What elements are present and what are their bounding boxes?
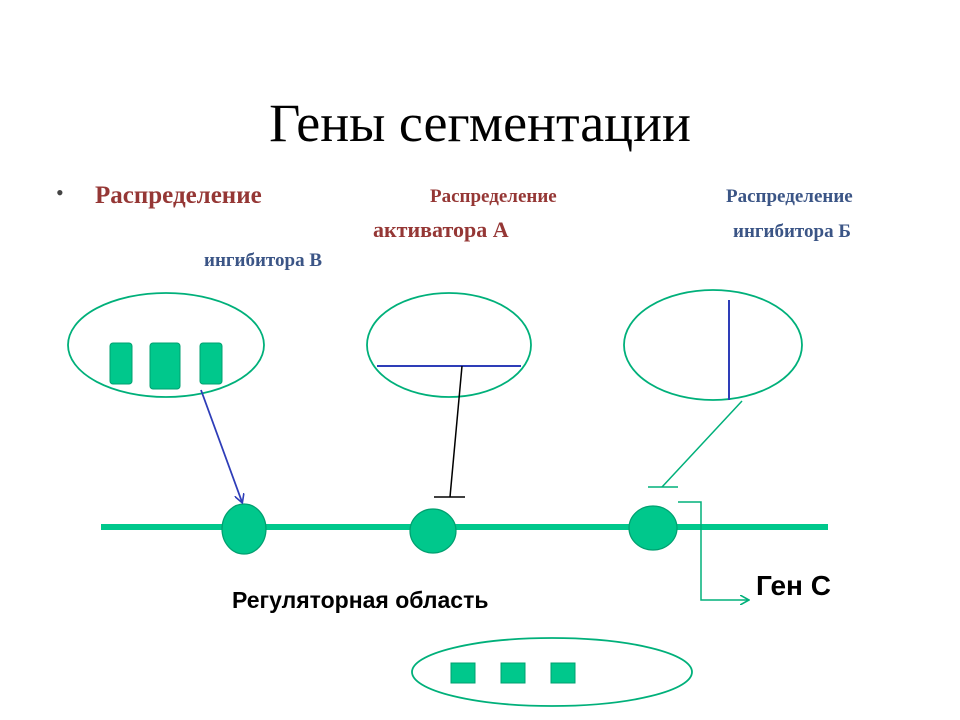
binding-site-1 bbox=[221, 503, 267, 555]
label-gene-c: Ген С bbox=[756, 570, 831, 601]
bullet-dot: • bbox=[56, 180, 64, 205]
square-3 bbox=[550, 662, 576, 684]
label-inhibitor-v: ингибитора В bbox=[204, 250, 322, 271]
label-activator-a: активатора А bbox=[373, 217, 509, 242]
repression-bar-activator bbox=[434, 365, 465, 498]
label-distribution-1: Распределение bbox=[95, 182, 262, 209]
square-1 bbox=[450, 662, 476, 684]
binding-site-3 bbox=[628, 505, 678, 551]
repression-bar-inhibitor-b bbox=[648, 400, 743, 488]
ellipse-inhibitor-b bbox=[623, 289, 803, 401]
label-inhibitor-b: ингибитора Б bbox=[733, 221, 851, 242]
stripe-3 bbox=[199, 342, 223, 385]
label-regulatory-region: Регуляторная область bbox=[232, 587, 489, 613]
ellipse-bottom-squares bbox=[411, 637, 693, 707]
stripe-2 bbox=[149, 342, 181, 390]
binding-site-2 bbox=[409, 508, 457, 554]
stripe-1 bbox=[109, 342, 133, 385]
ellipse-inhibitor-v bbox=[67, 292, 265, 398]
label-distribution-3: Распределение bbox=[726, 186, 853, 207]
arrow-activation bbox=[200, 389, 242, 502]
square-2 bbox=[500, 662, 526, 684]
slide-title: Гены сегментации bbox=[269, 93, 691, 153]
arrow-transcription bbox=[678, 501, 748, 600]
ellipse-activator-a bbox=[366, 292, 532, 398]
label-distribution-2: Распределение bbox=[430, 186, 557, 207]
